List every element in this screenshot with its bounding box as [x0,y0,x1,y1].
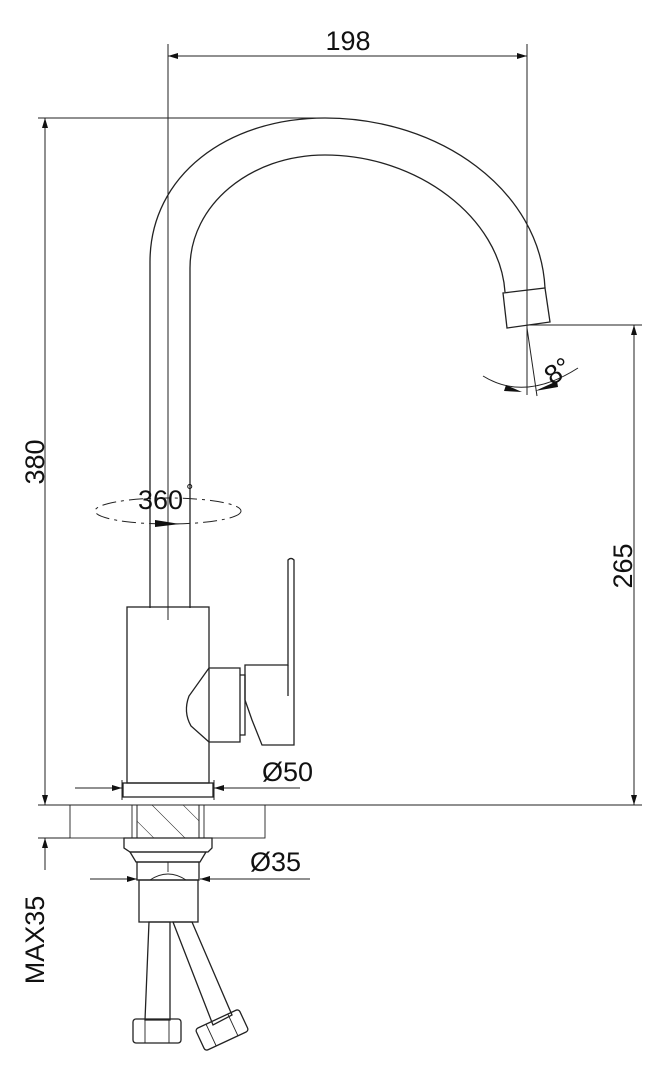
dimension-base-diameter: Ø50 [75,757,313,800]
dimension-total-height: 380 [20,117,330,805]
supply-hoses [132,921,249,1051]
rotation-label-360: 360° [138,481,193,515]
dimension-spout-reach: 198 [167,26,528,620]
dimension-max-countertop: MAX35 [20,837,70,985]
hose-nut-left [132,1018,182,1044]
dimension-label-265: 265 [608,543,638,588]
dimension-label-380: 380 [20,439,50,484]
dimension-shank-diameter: Ø35 [90,847,310,882]
dimension-label-d35: Ø35 [250,847,301,877]
dimension-spout-height: 265 [527,324,642,805]
hose-nut-right [195,1009,249,1051]
mounting-shank [123,837,213,923]
spout-angle-indicator: 8° [482,327,579,397]
faucet-body [122,606,246,798]
countertop-section [69,804,266,839]
dimension-label-max35: MAX35 [20,896,50,985]
lever-handle [244,557,295,746]
spout [149,117,551,608]
rotation-indicator: 360° [94,481,242,527]
dimension-label-198: 198 [325,26,370,56]
angle-label-8: 8° [539,351,577,390]
dimension-label-d50: Ø50 [262,757,313,787]
